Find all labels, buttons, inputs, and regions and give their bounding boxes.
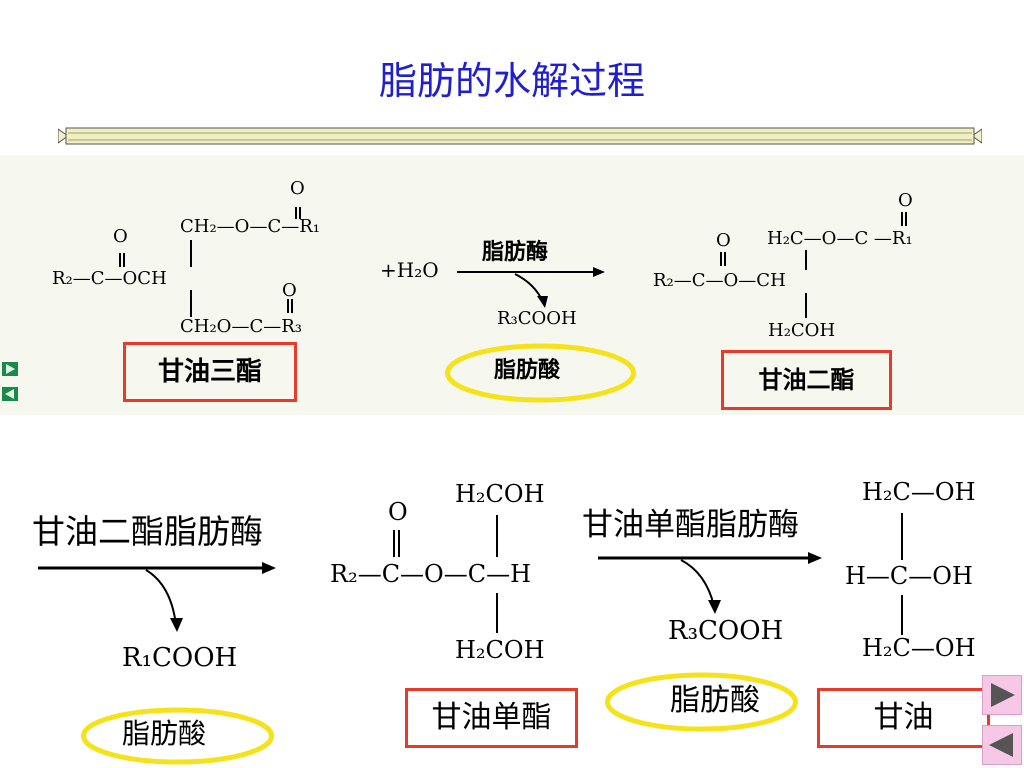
nav-prev-small-button[interactable]: [0, 385, 20, 403]
triglyceride-carbonyl-o-top: O: [290, 178, 305, 199]
triglyceride-label-box: 甘油三酯: [123, 342, 297, 402]
monoglyceride-bottom: H₂COH: [455, 636, 545, 664]
acid-oval-1: [445, 343, 636, 403]
triglyceride-bottom-chain: CH₂O—C—R₃: [180, 316, 302, 337]
scroll-divider: [58, 127, 982, 145]
released-acid-3: R₃COOH: [668, 616, 784, 646]
play-left-icon: [2, 387, 18, 401]
monoglyceride-top: H₂COH: [455, 480, 545, 508]
glycerol-label: 甘油: [873, 700, 934, 735]
diglyceride-top-chain: H₂C—O—C —R₁: [767, 228, 913, 249]
reaction-panel-stage1: [0, 155, 1024, 415]
released-acid-2: R₁COOH: [122, 643, 238, 673]
diglyceride-label: 甘油二酯: [758, 366, 855, 394]
monoglyceride-carbonyl-o: O: [388, 498, 408, 526]
acid-oval-2: [81, 707, 274, 765]
glycerol-middle: H—C—OH: [845, 562, 973, 590]
diglyceride-middle-chain: R₂—C—O—CH: [653, 270, 786, 291]
acid-oval-3: [605, 672, 798, 732]
monoglyceride-middle: R₂—C—O—C—H: [330, 560, 532, 588]
diglyceride-carbonyl-o-top: O: [898, 190, 913, 211]
released-acid-1: R₃COOH: [497, 308, 577, 329]
acid-label-2: 脂肪酸: [122, 717, 207, 750]
diglyceride-bonds: [720, 212, 907, 318]
reaction-arrow-3: [598, 552, 822, 614]
nav-next-small-button[interactable]: [0, 360, 20, 378]
nav-prev-button[interactable]: [982, 725, 1022, 765]
reaction-arrow-1: [457, 267, 605, 308]
triglyceride-middle-chain: R₂—C—OCH: [52, 268, 167, 289]
monoglyceride-label-box: 甘油单酯: [405, 688, 578, 748]
triglyceride-carbonyl-o-left: O: [113, 226, 128, 247]
reaction-arrow-2: [38, 562, 276, 632]
nav-next-button[interactable]: [982, 675, 1022, 715]
triglyceride-bonds: [119, 207, 301, 317]
monoglyceride-label: 甘油单酯: [431, 700, 552, 735]
glycerol-label-box: 甘油: [817, 688, 990, 748]
acid-label-3: 脂肪酸: [670, 683, 760, 718]
glycerol-bonds: [901, 513, 903, 635]
diglyceride-label-box: 甘油二酯: [721, 350, 892, 410]
triglyceride-carbonyl-o-bottom: O: [282, 280, 297, 301]
water-reagent: +H₂O: [380, 258, 439, 282]
acid-label-1: 脂肪酸: [494, 358, 561, 383]
triglyceride-label: 甘油三酯: [157, 357, 262, 387]
page-title: 脂肪的水解过程: [378, 59, 645, 103]
triglyceride-top-chain: CH₂—O—C—R₁: [180, 216, 320, 237]
stage2-reactant-label: 甘油二酯脂肪酶: [32, 512, 263, 551]
enzyme-label-1: 脂肪酶: [482, 240, 549, 265]
play-right-icon: [2, 362, 18, 376]
diglyceride-carbonyl-o-left: O: [716, 230, 731, 251]
play-left-icon: [989, 733, 1013, 757]
play-right-icon: [991, 683, 1015, 707]
stage2-reactant2-label: 甘油单酯脂肪酶: [582, 507, 799, 543]
glycerol-top: H₂C—OH: [862, 478, 976, 506]
diglyceride-bottom-chain: H₂COH: [768, 320, 836, 341]
monoglyceride-bonds: [393, 515, 498, 633]
glycerol-bottom: H₂C—OH: [862, 634, 976, 662]
